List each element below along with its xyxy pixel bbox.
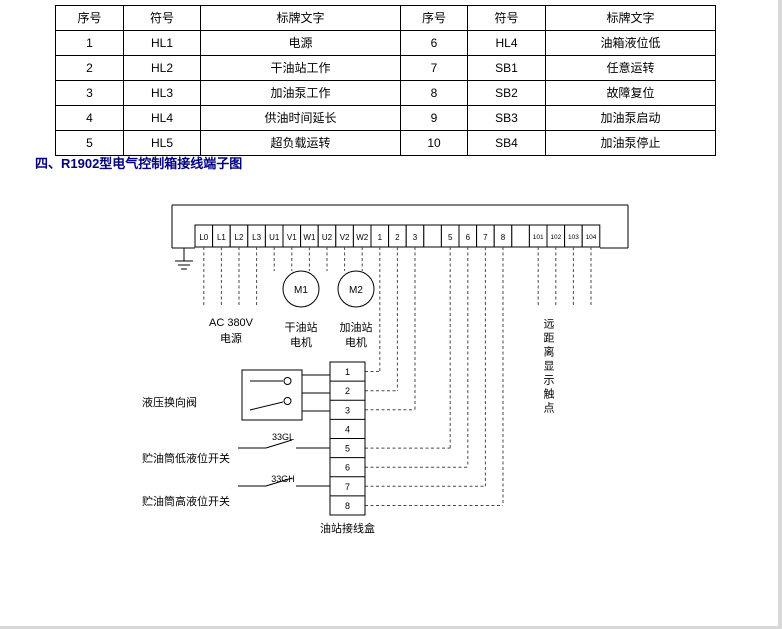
valve-symbol bbox=[241, 369, 330, 421]
motor1-caption-line2: 电机 bbox=[290, 335, 312, 349]
terminal-label: 7 bbox=[483, 233, 488, 242]
motor1-lines bbox=[273, 247, 310, 271]
junction-terminal: 6 bbox=[345, 463, 350, 473]
motor1-caption-line1: 干油站 bbox=[285, 320, 318, 334]
terminal-label: 6 bbox=[466, 233, 471, 242]
table-cell: 供油时间延长 bbox=[200, 105, 401, 131]
terminal-label: V2 bbox=[340, 233, 350, 242]
table-header: 符号 bbox=[123, 5, 201, 31]
power-label-line1: AC 380V bbox=[209, 317, 254, 329]
high-switch-tag: 33GH bbox=[271, 474, 295, 484]
junction-terminal: 8 bbox=[345, 501, 350, 511]
terminal-label: W1 bbox=[303, 233, 316, 242]
table-cell: 干油站工作 bbox=[200, 55, 401, 81]
junction-box-lines bbox=[365, 247, 504, 506]
junction-terminal: 2 bbox=[345, 386, 350, 396]
table-cell: HL5 bbox=[123, 130, 201, 156]
table-cell: HL1 bbox=[123, 30, 201, 56]
table-cell: SB4 bbox=[467, 130, 546, 156]
table-cell: 1 bbox=[55, 30, 124, 56]
terminal-label: 103 bbox=[568, 234, 579, 241]
remote-contact-lines bbox=[537, 247, 592, 307]
table-cell: 加油泵停止 bbox=[545, 130, 716, 156]
table-cell: 10 bbox=[400, 130, 468, 156]
power-lines bbox=[203, 247, 258, 307]
table-cell: 加油泵工作 bbox=[200, 80, 401, 106]
junction-terminal: 7 bbox=[345, 482, 350, 492]
low-switch-label: 贮油筒低液位开关 bbox=[142, 451, 230, 465]
terminal-label: 5 bbox=[448, 233, 453, 242]
high-switch-label: 贮油筒高液位开关 bbox=[142, 494, 230, 508]
terminal-label: W2 bbox=[356, 233, 369, 242]
table-cell: SB3 bbox=[467, 105, 546, 131]
terminal-label: L1 bbox=[217, 233, 226, 242]
page-edge-bottom bbox=[0, 626, 782, 629]
motor2-caption-line1: 加油站 bbox=[340, 320, 373, 334]
table-header: 标牌文字 bbox=[545, 5, 716, 31]
table-cell: SB2 bbox=[467, 80, 546, 106]
terminal-label: L2 bbox=[235, 233, 244, 242]
junction-box-label: 油站接线盒 bbox=[320, 521, 375, 535]
section-heading: 四、R1902型电气控制箱接线端子图 bbox=[35, 156, 243, 171]
table-header: 符号 bbox=[467, 5, 546, 31]
terminal-label: 8 bbox=[501, 233, 506, 242]
enclosure-outline bbox=[171, 204, 629, 249]
terminal-label: 3 bbox=[413, 233, 418, 242]
junction-terminal: 3 bbox=[345, 405, 350, 415]
table-cell: 5 bbox=[55, 130, 124, 156]
junction-terminal: 4 bbox=[345, 424, 350, 434]
motor1-symbol: M1 bbox=[282, 270, 320, 308]
table-cell: 超负载运转 bbox=[200, 130, 401, 156]
terminal-label: U2 bbox=[322, 233, 333, 242]
terminal-label: 102 bbox=[550, 234, 561, 241]
terminal-label: 104 bbox=[586, 234, 597, 241]
junction-box: 1 2 3 4 5 6 7 8 bbox=[329, 361, 366, 516]
low-level-switch-symbol bbox=[238, 439, 330, 449]
table-cell: HL2 bbox=[123, 55, 201, 81]
power-label-line2: 电源 bbox=[220, 331, 242, 345]
high-level-switch-symbol bbox=[238, 477, 330, 487]
ground-icon bbox=[175, 248, 193, 270]
low-switch-tag: 33GL bbox=[272, 432, 294, 442]
table-row: 5 HL5 超负载运转 10 SB4 加油泵停止 bbox=[55, 130, 716, 156]
table-header: 序号 bbox=[55, 5, 124, 31]
table-cell: 2 bbox=[55, 55, 124, 81]
terminal-label: L0 bbox=[199, 233, 208, 242]
table-row: 2 HL2 干油站工作 7 SB1 任意运转 bbox=[55, 55, 716, 81]
terminal-label: 101 bbox=[533, 234, 544, 241]
table-cell: HL4 bbox=[467, 30, 546, 56]
motor1-label: M1 bbox=[294, 285, 308, 296]
terminal-label: 1 bbox=[378, 233, 383, 242]
junction-terminal: 5 bbox=[345, 444, 350, 454]
motor2-symbol: M2 bbox=[337, 270, 375, 308]
motor2-caption-line2: 电机 bbox=[345, 335, 367, 349]
table-row: 1 HL1 电源 6 HL4 油箱液位低 bbox=[55, 30, 716, 56]
terminal-label: V1 bbox=[287, 233, 297, 242]
motor2-lines bbox=[326, 247, 363, 271]
terminal-label: U1 bbox=[269, 233, 280, 242]
table-cell: 加油泵启动 bbox=[545, 105, 716, 131]
valve-label: 液压换向阀 bbox=[142, 395, 197, 409]
table-header: 序号 bbox=[400, 5, 468, 31]
table-cell: 8 bbox=[400, 80, 468, 106]
motor2-label: M2 bbox=[349, 285, 363, 296]
terminal-label: 2 bbox=[395, 233, 400, 242]
remote-contacts-label: 远距离显示触点 bbox=[542, 318, 554, 416]
terminal-strip: L0 L1 L2 L3 U1 V1 W1 U2 V2 W2 1 2 3 5 6 … bbox=[194, 224, 601, 248]
page-edge-right bbox=[778, 0, 782, 629]
signal-table: 序号 符号 标牌文字 序号 符号 标牌文字 1 HL1 电源 6 HL4 油箱液… bbox=[55, 5, 716, 156]
junction-terminal: 1 bbox=[345, 367, 350, 377]
terminal-label: L3 bbox=[252, 233, 261, 242]
